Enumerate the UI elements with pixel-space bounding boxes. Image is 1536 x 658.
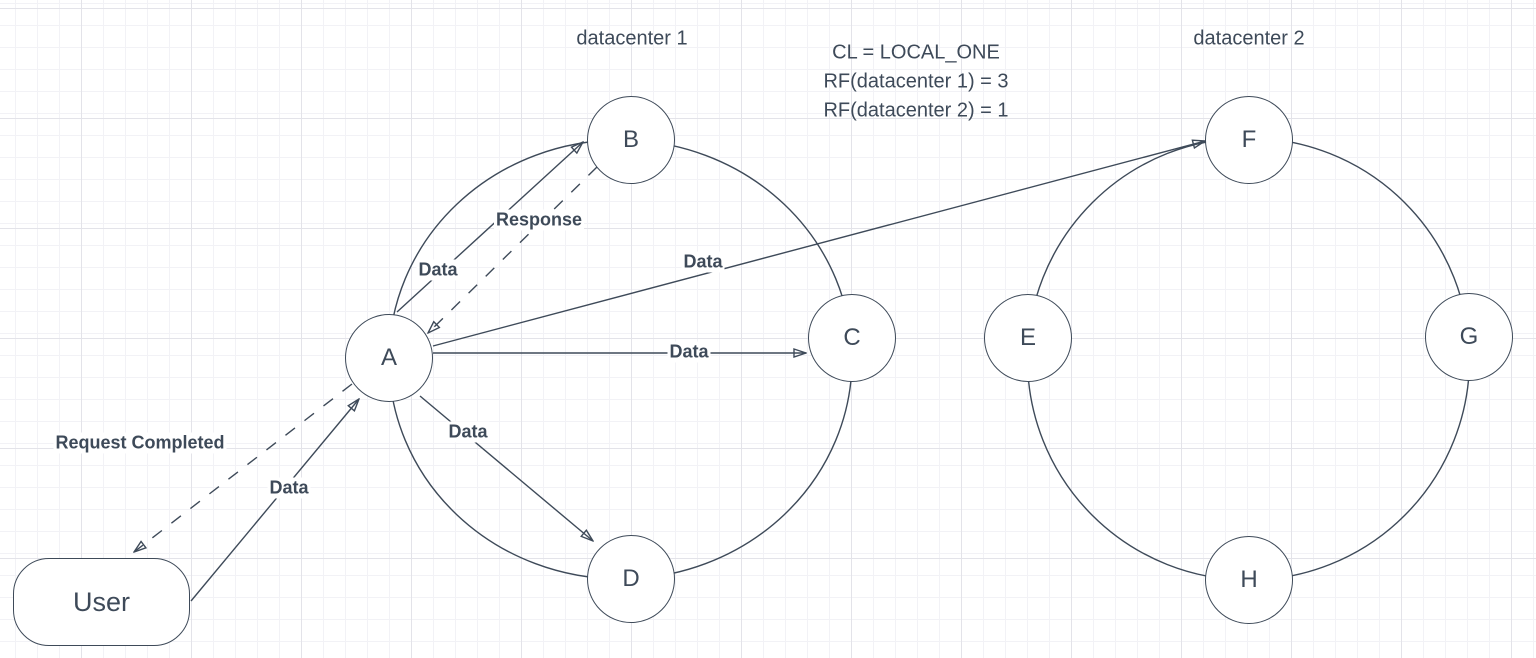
node-e-label: E: [1019, 324, 1036, 351]
node-f: F: [1205, 96, 1293, 184]
node-f-label: F: [1241, 126, 1257, 153]
node-a-label: A: [380, 344, 397, 371]
datacenter-2-ring: [1026, 137, 1471, 581]
node-d-label: D: [622, 565, 640, 592]
node-d: D: [587, 535, 675, 623]
edge-label-b-to-a: Response: [493, 209, 585, 231]
edge-b-to-a: [428, 166, 598, 333]
edge-label-a-to-f: Data: [681, 251, 725, 273]
user-box-label: User: [72, 586, 130, 617]
node-h: H: [1205, 536, 1293, 624]
user-box: User: [13, 558, 190, 646]
node-a: A: [345, 314, 433, 402]
annotation-rf-datacenter-1: RF(datacenter 1) = 3: [823, 70, 1009, 93]
annotation-rf-datacenter-2: RF(datacenter 2) = 1: [823, 99, 1009, 122]
edge-label-a-to-d: Data: [446, 421, 490, 443]
edge-a-to-user: [134, 383, 353, 552]
edge-a-to-b: [396, 142, 583, 313]
edge-a-to-f: [432, 141, 1205, 347]
node-b-label: B: [622, 126, 639, 153]
edge-label-a-to-user: Request Completed: [53, 432, 227, 454]
edge-user-to-a: [190, 399, 359, 602]
edge-label-user-to-a: Data: [267, 477, 311, 499]
node-c-label: C: [843, 324, 861, 351]
node-g: G: [1425, 293, 1513, 381]
edge-a-to-d: [419, 395, 593, 541]
node-e: E: [984, 294, 1072, 382]
datacenter-1-ring: [388, 139, 853, 580]
node-h-label: H: [1240, 566, 1258, 593]
node-c: C: [808, 294, 896, 382]
edge-label-a-to-b: Data: [416, 259, 460, 281]
datacenter-1-label: datacenter 1: [576, 27, 688, 50]
consistency-annotation: CL = LOCAL_ONE RF(datacenter 1) = 3 RF(d…: [823, 39, 1008, 126]
node-b: B: [587, 96, 675, 184]
edge-label-a-to-c: Data: [667, 341, 711, 363]
datacenter-2-label: datacenter 2: [1193, 27, 1305, 50]
annotation-consistency-level: CL = LOCAL_ONE: [832, 41, 1000, 64]
node-g-label: G: [1459, 323, 1479, 350]
